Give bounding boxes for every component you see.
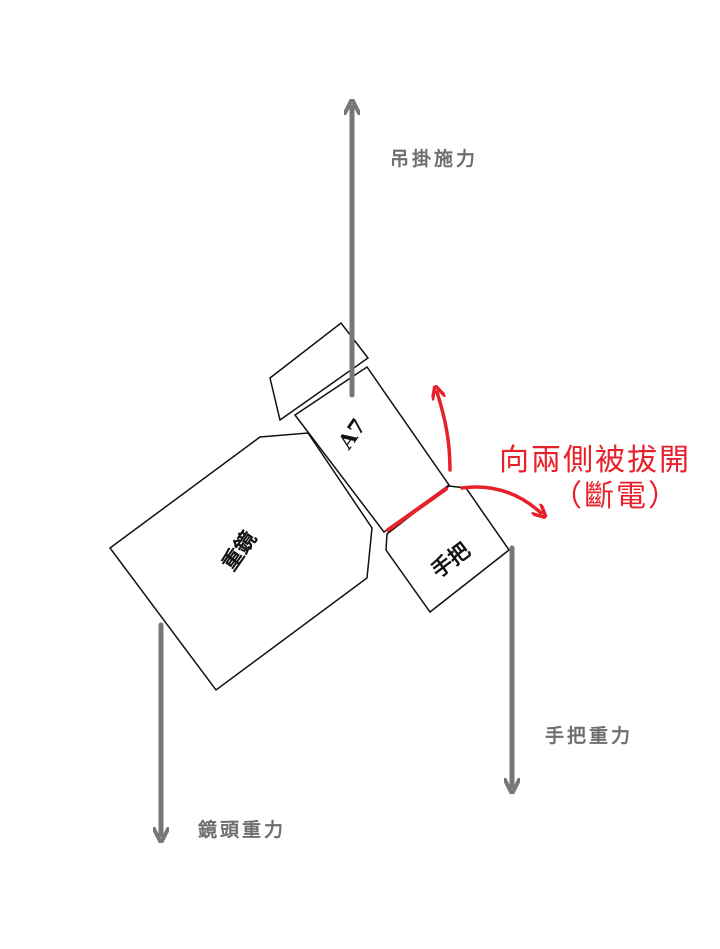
handle-gravity-label: 手把重力 — [545, 724, 633, 747]
lens-gravity-label: 鏡頭重力 — [198, 818, 286, 841]
camera-body-outline — [293, 365, 451, 534]
pull-arrow-right — [460, 485, 541, 513]
lens-body-outline — [108, 432, 373, 692]
hanging-force-label: 吊掛施力 — [390, 147, 478, 170]
separation-line — [386, 487, 448, 532]
annotation-line2: （斷電） — [552, 479, 680, 514]
pull-arrow-up — [437, 392, 452, 472]
top-block-outline — [269, 321, 370, 422]
annotation-line1: 向兩側被拔開 — [499, 443, 691, 478]
handle-outline — [385, 485, 511, 614]
